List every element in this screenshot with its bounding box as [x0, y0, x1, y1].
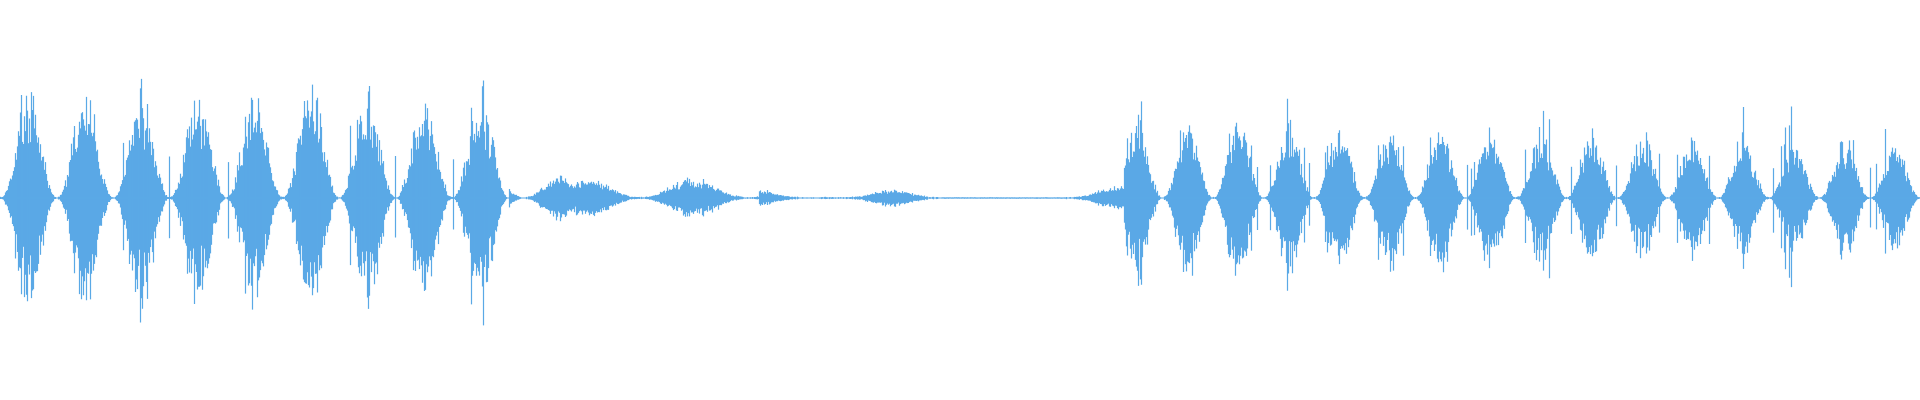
- waveform-bars: [0, 78, 1920, 326]
